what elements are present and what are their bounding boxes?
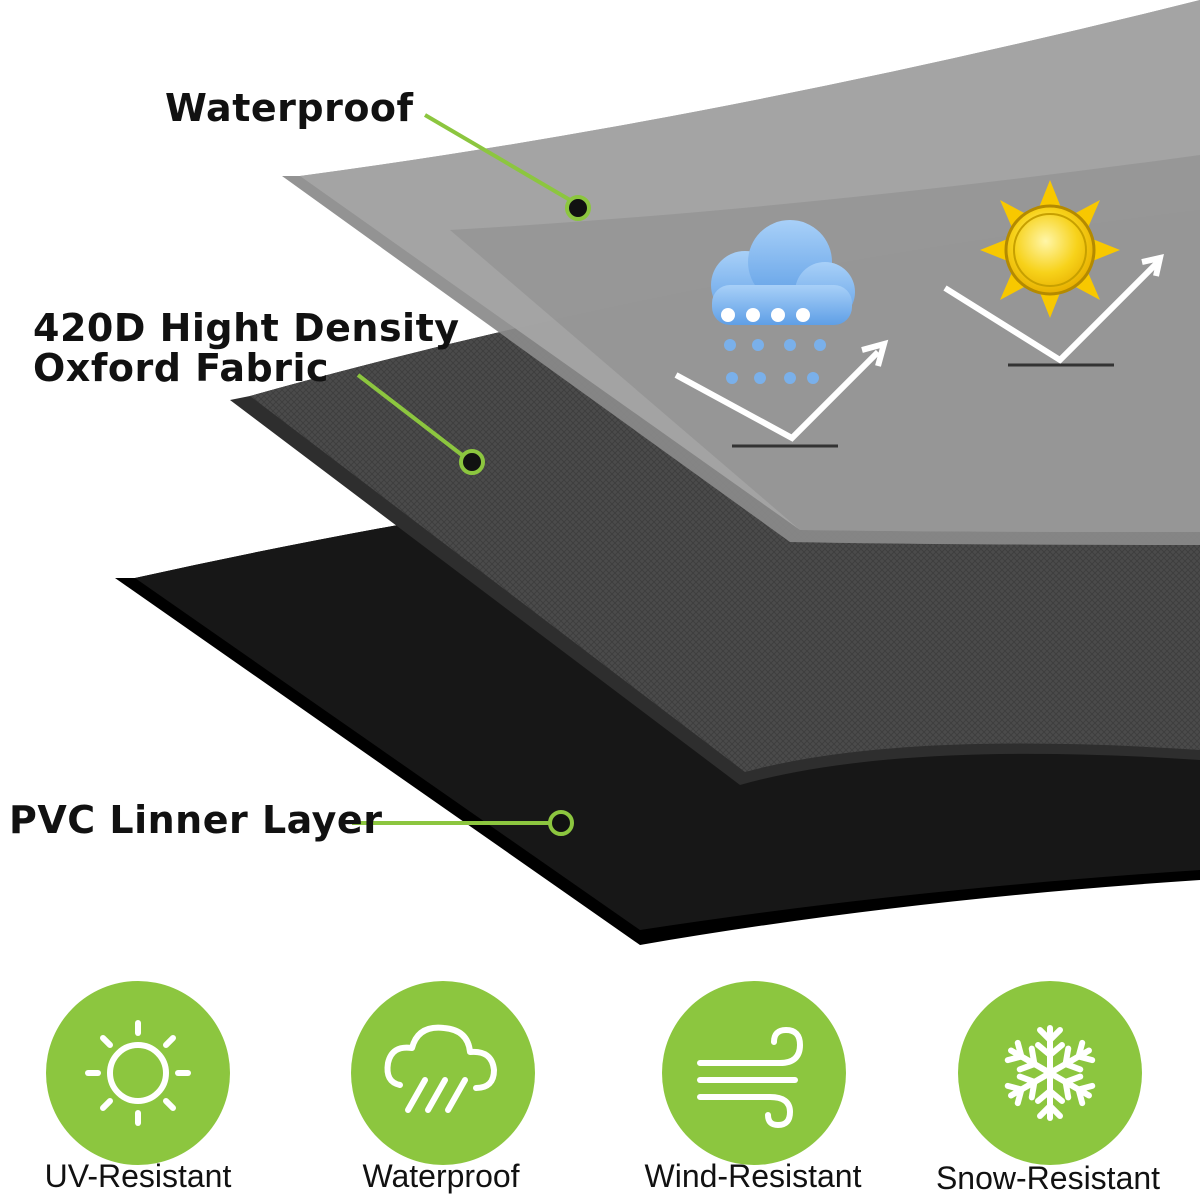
feature-label-snow: Snow-Resistant	[935, 1160, 1161, 1196]
feature-label-waterproof: Waterproof	[362, 1158, 520, 1194]
feature-label-wind: Wind-Resistant	[644, 1158, 862, 1194]
sun-outline-icon	[85, 1020, 191, 1126]
waterproof-badge	[351, 981, 535, 1165]
label-oxford-line2: Oxford Fabric	[33, 346, 329, 390]
snow-resistant-badge	[958, 981, 1142, 1165]
label-waterproof-layer: Waterproof	[165, 86, 414, 130]
rain-repel-icon	[674, 220, 889, 448]
uv-resistant-badge	[46, 981, 230, 1165]
callout-pvc	[352, 810, 574, 836]
label-oxford-line1: 420D Hight Density	[33, 306, 460, 350]
wind-icon	[697, 1026, 804, 1129]
sun-reflect-icon	[943, 180, 1164, 367]
feature-label-uv: UV-Resistant	[44, 1158, 232, 1194]
callout-oxford	[356, 373, 485, 475]
wind-resistant-badge	[662, 981, 846, 1165]
label-pvc-layer: PVC Linner Layer	[9, 798, 383, 842]
snowflake-icon	[1005, 1025, 1095, 1118]
callout-waterproof	[423, 113, 591, 221]
rain-cloud-icon	[384, 1024, 497, 1113]
